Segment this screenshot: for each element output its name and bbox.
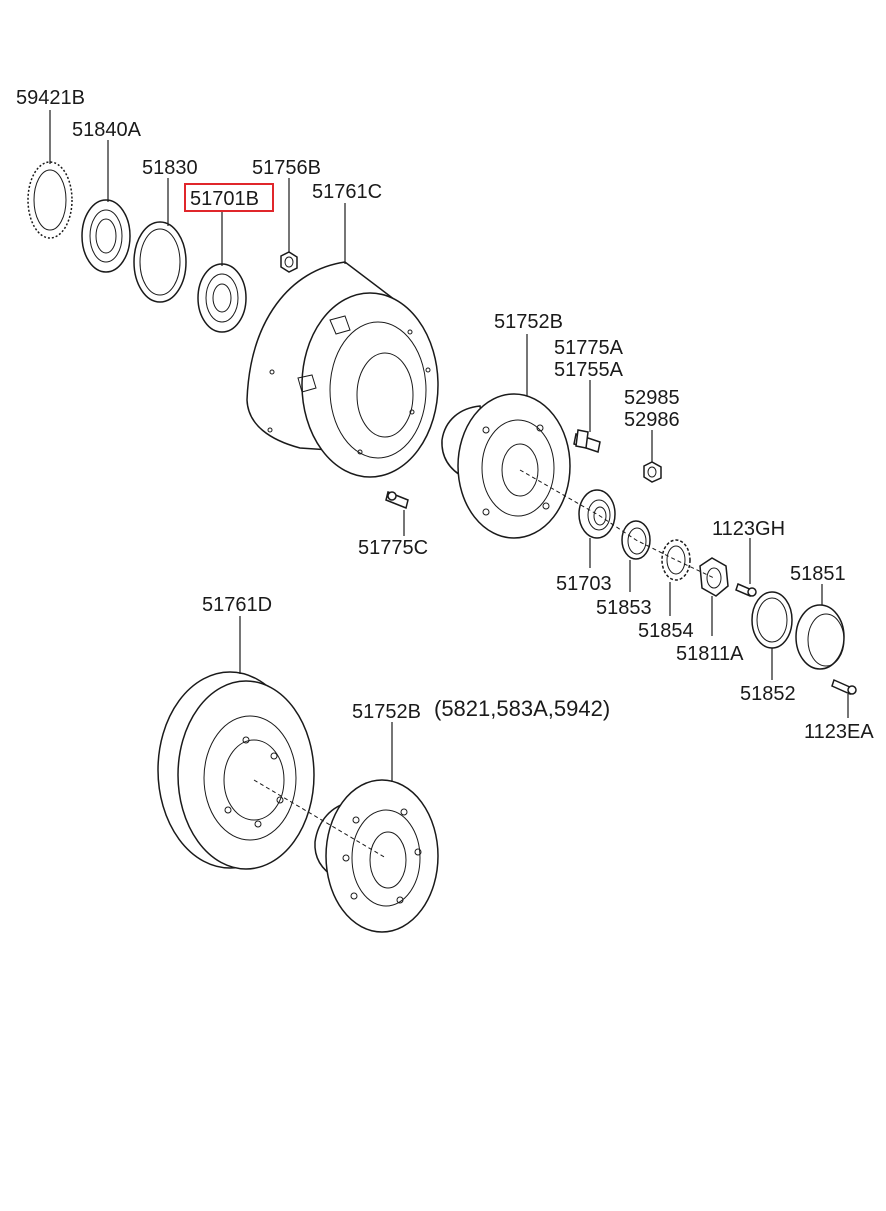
- nut-51756B[interactable]: [280, 251, 298, 273]
- label-51761C[interactable]: 51761C: [312, 181, 382, 203]
- hub-51752B-bottom[interactable]: [314, 779, 439, 933]
- ring-51830[interactable]: [133, 221, 187, 303]
- lock-washer-51854[interactable]: [661, 539, 691, 581]
- label-51854[interactable]: 51854: [638, 620, 694, 642]
- screw-1123GH[interactable]: [735, 582, 757, 598]
- seal-51840A[interactable]: [81, 199, 131, 273]
- bolt-51775C[interactable]: [385, 490, 409, 510]
- bearing-51703[interactable]: [578, 489, 616, 539]
- applicability-note: (5821,583A,5942): [434, 696, 610, 721]
- label-52985[interactable]: 52985: [624, 387, 680, 409]
- label-51811A[interactable]: 51811A: [676, 643, 744, 665]
- brake-drum-51761C[interactable]: [246, 261, 439, 478]
- hub-51752B-top[interactable]: [441, 393, 571, 539]
- nut-52985[interactable]: [643, 461, 662, 483]
- label-51752B-bottom[interactable]: 51752B: [352, 701, 421, 723]
- screw-1123EA[interactable]: [831, 678, 857, 696]
- label-51703[interactable]: 51703: [556, 573, 612, 595]
- label-51830[interactable]: 51830: [142, 157, 198, 179]
- gasket-51852[interactable]: [751, 591, 793, 649]
- assembly-axis-top: [519, 469, 715, 579]
- label-1123GH[interactable]: 1123GH: [712, 518, 785, 540]
- label-51755A[interactable]: 51755A: [554, 359, 624, 381]
- assembly-axis-bottom: [253, 779, 387, 859]
- bearing-51701B[interactable]: [197, 263, 247, 333]
- leader-lines: [49, 110, 849, 782]
- tone-wheel-59421B[interactable]: [27, 161, 73, 239]
- label-51756B[interactable]: 51756B: [252, 157, 321, 179]
- label-59421B[interactable]: 59421B: [16, 87, 85, 109]
- label-51752B-top[interactable]: 51752B: [494, 311, 563, 333]
- label-51840A[interactable]: 51840A: [72, 119, 142, 141]
- label-51851[interactable]: 51851: [790, 563, 846, 585]
- lock-nut-51811A[interactable]: [699, 557, 729, 597]
- stud-bolt-51775A[interactable]: [573, 429, 601, 453]
- label-52986[interactable]: 52986: [624, 409, 680, 431]
- highlight-box-51701B: [184, 183, 274, 212]
- label-51852[interactable]: 51852: [740, 683, 796, 705]
- brake-disc-51761D[interactable]: [157, 671, 315, 870]
- label-51761D[interactable]: 51761D: [202, 594, 272, 616]
- hub-cap-51851[interactable]: [795, 604, 845, 670]
- label-1123EA[interactable]: 1123EA: [804, 721, 874, 743]
- label-51775C[interactable]: 51775C: [358, 537, 428, 559]
- label-51775A[interactable]: 51775A: [554, 337, 624, 359]
- label-51701B[interactable]: 51701B: [190, 188, 259, 210]
- label-51853[interactable]: 51853: [596, 597, 652, 619]
